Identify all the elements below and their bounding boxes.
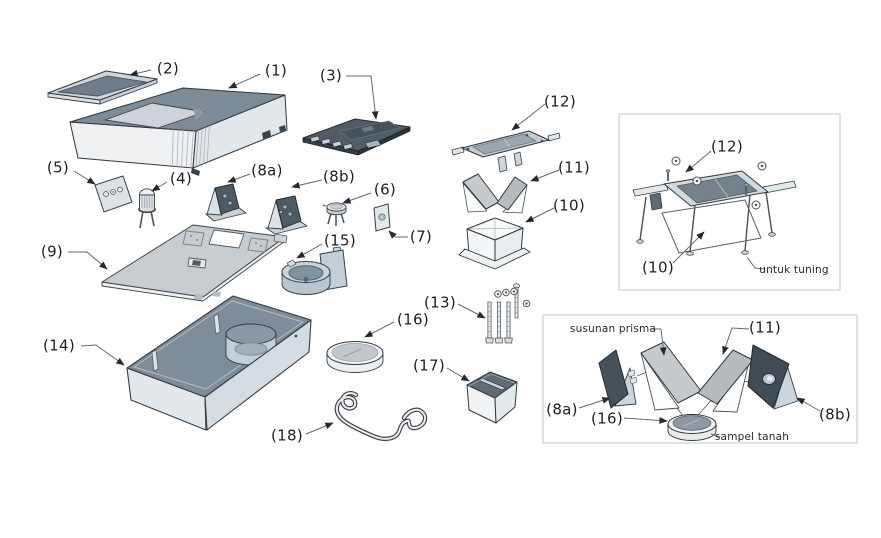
adjust-screw-icon: [671, 156, 767, 210]
leader-inset-12: [685, 150, 712, 173]
leader-inset-8a: [578, 397, 611, 409]
inset-prism-path: [542, 314, 858, 444]
label-part-2: (2): [156, 59, 180, 78]
leader-part-9: [68, 251, 108, 270]
leader-part-6: [342, 192, 372, 204]
part-17-divider-box: [466, 371, 518, 424]
part-4-led-sensor: [138, 188, 156, 229]
leader-lines: [68, 69, 821, 438]
label-part-6: (6): [373, 180, 397, 199]
leader-inset-8b: [796, 397, 821, 412]
part-16-petri-dish: [326, 341, 384, 373]
leader-part-5: [73, 170, 96, 185]
inset-tuning-caption: untuk tuning: [759, 263, 829, 276]
inset-prism-caption-sampel: sampel tanah: [714, 430, 790, 443]
label-part-4: (4): [169, 169, 193, 188]
leader-part-8b: [291, 179, 323, 189]
label-part-13: (13): [424, 293, 456, 312]
leader-part-14: [80, 344, 125, 366]
leader-part-17: [446, 367, 470, 382]
leader-part-13: [457, 303, 486, 319]
part-7-sensor-plate-small: [373, 203, 391, 232]
label-part-7: (7): [409, 227, 433, 246]
part-8a-bracket: [205, 183, 247, 222]
inset-prism-label-11: (11): [749, 318, 781, 337]
leader-part-11: [530, 169, 560, 182]
part-8b-bracket: [265, 195, 308, 235]
leader-inset-16: [623, 417, 668, 424]
screw-bolt-short: [513, 283, 520, 319]
leader-susunan-prisma: [650, 328, 667, 356]
leader-part-10: [525, 207, 555, 223]
inset-tuning-assembly: [618, 113, 841, 291]
part-12-carriage-platform: [451, 130, 561, 173]
label-part-14: (14): [43, 336, 75, 355]
part-2-cover-plate: [47, 70, 158, 105]
label-part-15: (15): [324, 231, 356, 250]
inset-tuning-label-12: (12): [711, 137, 743, 156]
leader-part-2: [129, 69, 152, 77]
part-15-sample-holder: [281, 246, 348, 295]
inset-prism-caption-prisma: susunan prisma: [569, 322, 657, 335]
leader-part-8a: [227, 173, 251, 183]
part-5-sensor-plate: [94, 175, 133, 213]
screw-bolt: [504, 301, 513, 344]
leader-part-12: [511, 103, 546, 131]
label-part-18: (18): [271, 426, 303, 445]
part-1-upper-enclosure: [69, 87, 288, 176]
label-part-9: (9): [40, 242, 64, 261]
leader-sampel-tanah: [710, 433, 721, 438]
leader-part-4: [151, 181, 168, 192]
inset-tuning-label-10: (10): [642, 258, 674, 277]
part-9-base-plate: [101, 224, 288, 302]
label-part-8b: (8b): [323, 167, 355, 186]
label-part-5: (5): [46, 158, 70, 177]
part-3-circuit-board: [302, 118, 411, 156]
label-part-17: (17): [413, 356, 445, 375]
leader-part-3: [346, 75, 379, 120]
screw-bolt: [485, 301, 494, 344]
leader-inset-10: [672, 231, 705, 264]
label-part-12: (12): [544, 92, 576, 111]
label-part-11: (11): [558, 158, 590, 177]
leader-part-15: [296, 243, 323, 259]
label-part-10: (10): [553, 196, 585, 215]
leader-part-1: [228, 73, 261, 89]
corner-hatching: [171, 125, 210, 168]
label-part-16: (16): [397, 310, 429, 329]
part-14-lower-case: [126, 295, 312, 431]
label-part-3: (3): [319, 66, 343, 85]
part-10-fold-box: [458, 217, 531, 270]
leader-part-16: [364, 321, 395, 338]
part-6-phototransistor: [322, 202, 347, 226]
inset-prism-label-16: (16): [591, 409, 623, 428]
leader-untuk-tuning: [746, 256, 766, 270]
washer: [494, 287, 531, 308]
inset-prism-label-8a: (8a): [546, 400, 578, 419]
label-part-1: (1): [264, 61, 288, 80]
leader-part-7: [388, 230, 408, 239]
label-part-8a: (8a): [251, 161, 283, 180]
part-11-prism-assembly: [462, 173, 528, 214]
leader-inset-11: [722, 327, 750, 355]
part-18-wire-clip: [334, 390, 428, 442]
leader-part-18: [305, 422, 334, 435]
screw-bolt: [494, 301, 504, 344]
inset-prism-label-8b: (8b): [819, 405, 851, 424]
part-13-screws: [485, 283, 531, 344]
